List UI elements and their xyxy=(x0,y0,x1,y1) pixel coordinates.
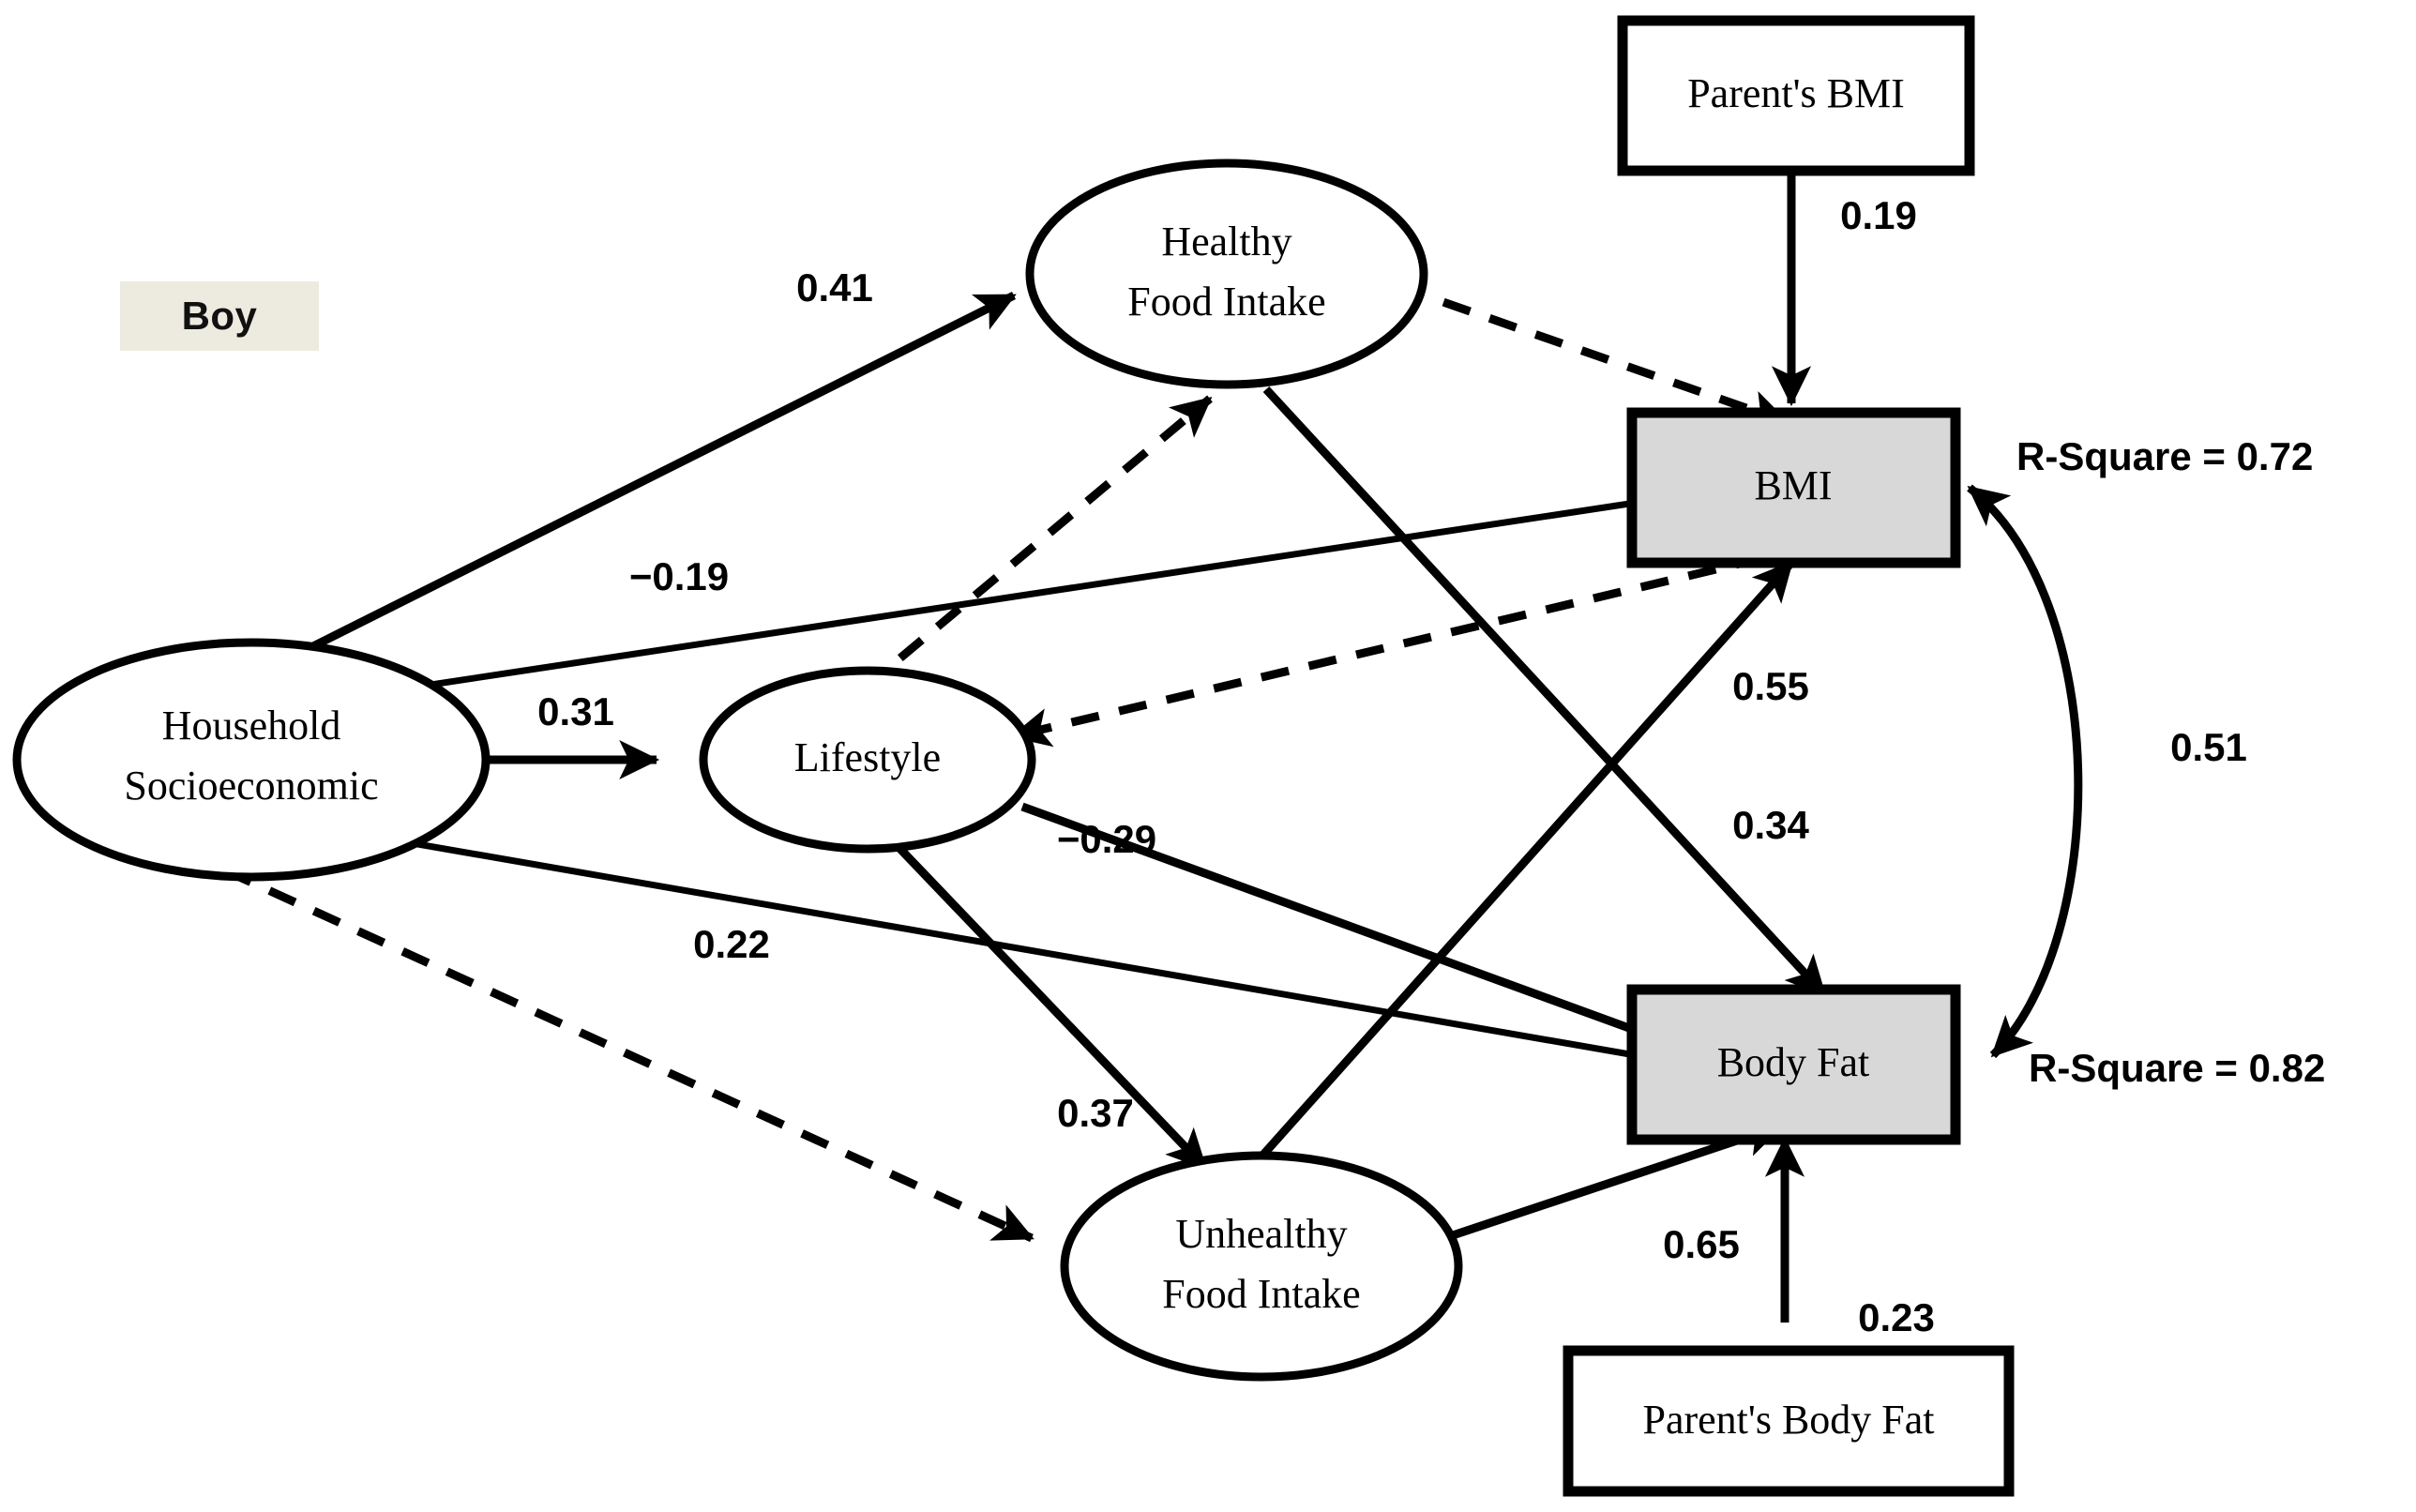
node-parents-body-fat-label: Parent's Body Fat xyxy=(1642,1397,1934,1443)
coef-unhealthy-to-bodyfat: 0.65 xyxy=(1663,1222,1740,1266)
coef-household-to-bmi: −0.19 xyxy=(629,554,729,598)
coef-household-to-healthy: 0.41 xyxy=(796,265,873,310)
node-body-fat[interactable]: Body Fat xyxy=(1626,984,1961,1145)
coef-lifestyle-to-bodyfat: −0.29 xyxy=(1057,817,1156,861)
edge-healthy-to-bmi-dashed xyxy=(1396,281,1789,429)
node-parents-bmi-label: Parent's BMI xyxy=(1687,70,1905,116)
coef-household-to-bodyfat: 0.22 xyxy=(693,922,770,966)
coef-bmi-bodyfat-correlation: 0.51 xyxy=(2170,725,2247,769)
node-parents-body-fat[interactable]: Parent's Body Fat xyxy=(1563,1345,2015,1497)
node-healthy-label-line1: Healthy xyxy=(1161,219,1291,265)
node-lifestyle[interactable]: Lifestyle xyxy=(699,666,1036,854)
edge-household-to-healthy xyxy=(279,291,1017,667)
coef-parentbodyfat-to-bodyfat: 0.23 xyxy=(1858,1295,1935,1339)
coef-lifestyle-to-unhealthy: 0.37 xyxy=(1057,1091,1134,1135)
node-unhealthy-label-line1: Unhealthy xyxy=(1175,1211,1347,1257)
r-square-body-fat: R-Square = 0.82 xyxy=(2029,1046,2325,1090)
node-parents-bmi[interactable]: Parent's BMI xyxy=(1617,15,1975,176)
node-household-label-line2: Socioeconomic xyxy=(124,763,378,809)
edge-household-to-unhealthy-dashed xyxy=(223,866,1034,1243)
node-healthy-label-line2: Food Intake xyxy=(1127,279,1325,325)
node-bmi-label: BMI xyxy=(1754,462,1832,508)
edge-household-to-bodyfat xyxy=(309,822,1719,1080)
edge-unhealthy-to-bmi xyxy=(1244,560,1795,1175)
edge-household-to-bmi xyxy=(318,479,1719,705)
node-body-fat-label: Body Fat xyxy=(1717,1039,1870,1085)
edge-lifestyle-to-bodyfat xyxy=(1020,802,1719,1066)
node-household-label-line1: Household xyxy=(162,703,341,748)
node-unhealthy-food-intake[interactable]: Unhealthy Food Intake xyxy=(1060,1151,1463,1382)
group-badge-label: Boy xyxy=(181,294,258,338)
edge-lifestyle-to-healthy-dashed xyxy=(860,395,1213,693)
edge-lifestyle-to-unhealthy xyxy=(892,840,1209,1172)
node-lifestyle-label: Lifestyle xyxy=(794,734,941,780)
r-square-bmi: R-Square = 0.72 xyxy=(2016,434,2313,478)
node-household-socioeconomic[interactable]: Household Socioeconomic xyxy=(12,638,491,882)
coef-parentbmi-to-bmi: 0.19 xyxy=(1840,193,1917,237)
node-bmi[interactable]: BMI xyxy=(1626,407,1961,568)
coef-healthy-to-bodyfat: 0.55 xyxy=(1732,664,1809,708)
group-badge: Boy xyxy=(120,281,319,351)
edge-bmi-to-lifestyle-dashed xyxy=(1009,553,1765,748)
coef-household-to-lifestyle: 0.31 xyxy=(537,689,614,733)
node-healthy-food-intake[interactable]: Healthy Food Intake xyxy=(1025,159,1428,389)
coef-unhealthy-to-bmi: 0.34 xyxy=(1732,803,1809,847)
edge-healthy-to-bodyfat xyxy=(1262,386,1828,998)
node-unhealthy-label-line2: Food Intake xyxy=(1162,1271,1360,1317)
edge-bmi-bodyfat-correlation xyxy=(1967,484,2083,1059)
